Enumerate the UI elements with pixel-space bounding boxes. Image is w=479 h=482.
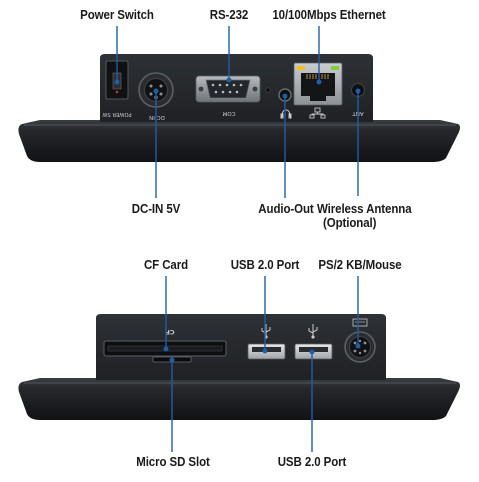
bottom-device: CF [18,314,461,420]
bottom-leader-lines [165,276,359,452]
network-icon [309,107,326,119]
dc-in-label: DC-IN 5V [131,202,181,216]
dc-in-mark: DC-IN [149,114,165,120]
wireless-antenna-optional-label: (Optional) [323,216,377,230]
top-device-base [18,120,461,162]
bottom-leader-dots [163,343,361,363]
top-leader-dots [114,77,361,99]
usb-bottom-label: USB 2.0 Port [277,455,347,469]
com-mark: COM [222,110,235,116]
bottom-device-base [18,378,461,420]
headphone-icon [280,109,292,119]
rs232-port[interactable] [195,75,261,103]
audio-out-label: Audio-Out [258,202,314,216]
micro-sd-label: Micro SD Slot [136,455,210,469]
rs232-label: RS-232 [209,8,249,22]
top-leader-lines [116,26,359,198]
usb-top-label: USB 2.0 Port [230,258,300,272]
power-switch-label: Power Switch [80,8,154,22]
keyboard-icon [352,318,368,327]
usb-icon [308,324,318,339]
wireless-antenna-label: Wireless Antenna [317,202,412,216]
cf-card-label: CF Card [143,258,189,272]
ethernet-label: 10/100Mbps Ethernet [272,8,386,22]
cf-mark: CF [165,328,174,336]
power-sw-mark: POWER SW [102,111,131,117]
top-device: POWER SW DC-IN COM [18,54,461,162]
ps2-label: PS/2 KB/Mouse [318,258,402,272]
